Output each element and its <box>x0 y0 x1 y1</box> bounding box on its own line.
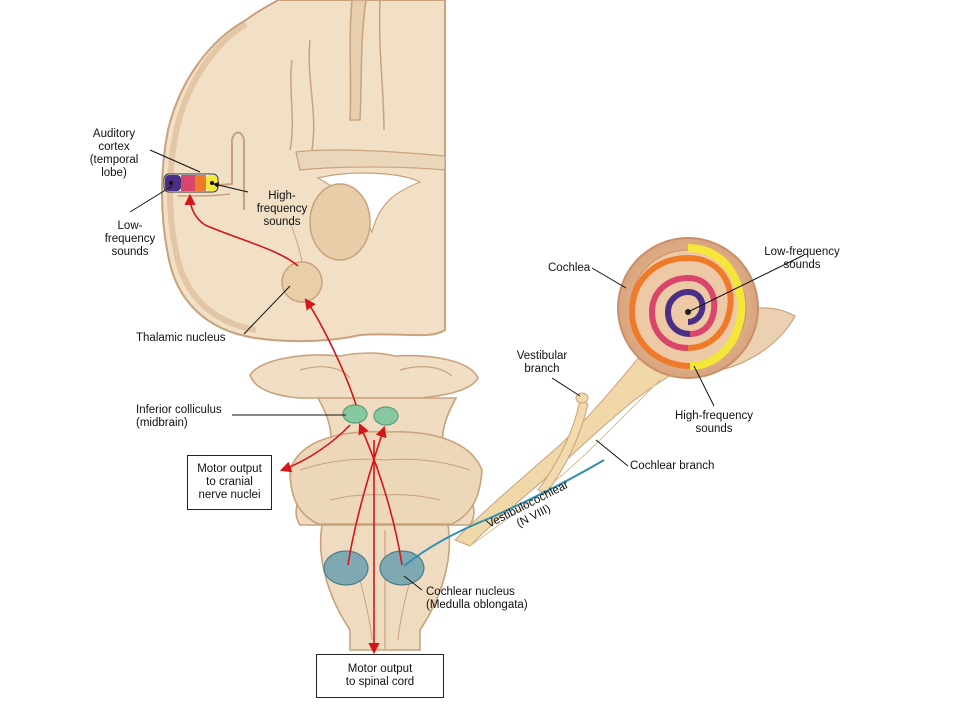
auditory-cortex-strip <box>163 173 219 193</box>
low-frequency-cortex-label: Low- frequency sounds <box>104 220 156 258</box>
inferior-colliculus-label: Inferior colliculus (midbrain) <box>136 404 222 429</box>
motor-output-cranial-text: Motor output to cranial nerve nuclei <box>197 463 262 501</box>
brainstem <box>249 352 483 651</box>
cochlear-branch-label: Cochlear branch <box>630 460 715 472</box>
cerebrum-section <box>161 0 446 343</box>
high-frequency-cortex-label: High- frequency sounds <box>256 190 308 228</box>
auditory-pathway-arrows <box>184 193 403 655</box>
thalamic-nucleus-label: Thalamic nucleus <box>136 332 226 344</box>
motor-output-cranial-box: Motor output to cranial nerve nuclei <box>187 455 272 510</box>
cochlea <box>454 237 796 547</box>
motor-output-spinal-box: Motor output to spinal cord <box>316 654 444 698</box>
vestibular-branch-label: Vestibular branch <box>516 350 568 375</box>
cochlea-label: Cochlea <box>548 262 591 274</box>
low-frequency-cochlea-label: Low-frequency sounds <box>764 246 840 271</box>
leader-lines <box>129 149 805 591</box>
motor-output-spinal-text: Motor output to spinal cord <box>345 663 415 688</box>
high-frequency-cochlea-label: High-frequency sounds <box>675 410 753 435</box>
auditory-cortex-label: Auditory cortex (temporal lobe) <box>89 128 139 179</box>
vestibulocochlear-nerve <box>403 459 605 567</box>
cochlear-nucleus-label: Cochlear nucleus (Medulla oblongata) <box>426 586 528 611</box>
